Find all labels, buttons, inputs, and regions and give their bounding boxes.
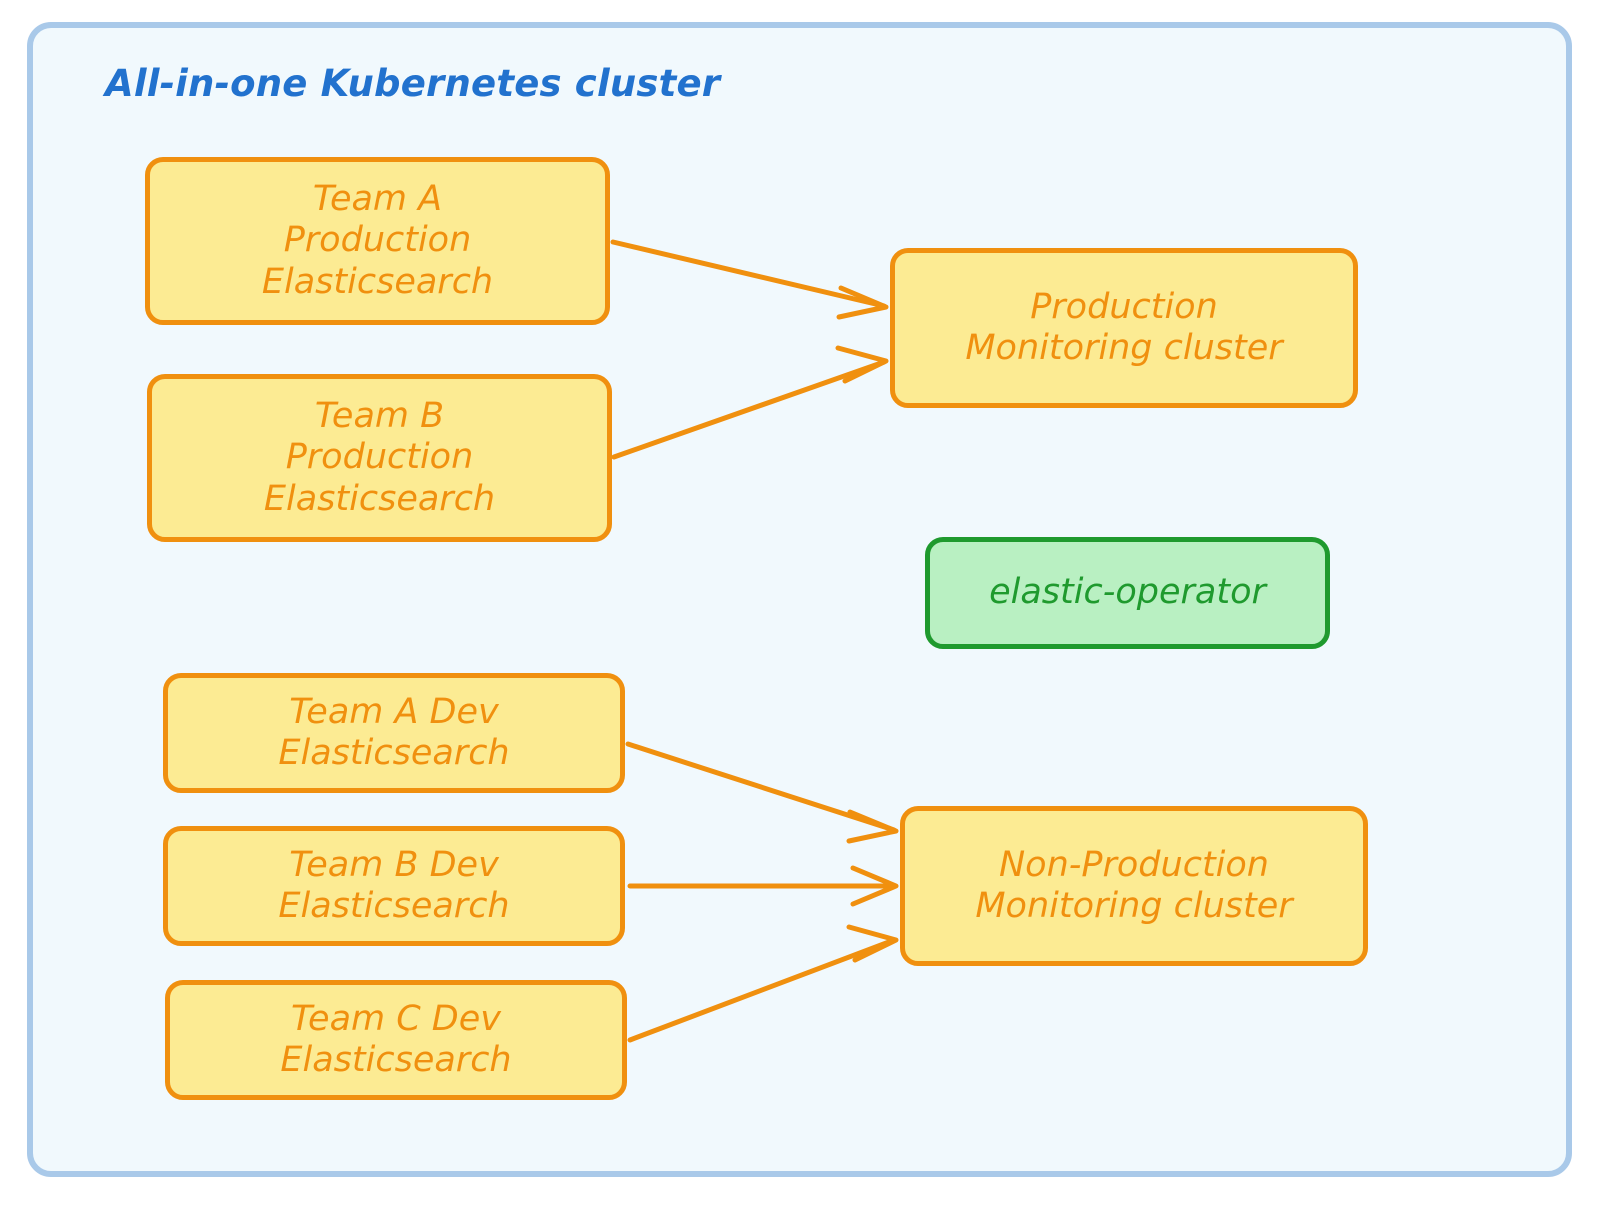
node-label: Production Monitoring cluster (965, 286, 1283, 368)
node-production-monitoring-cluster[interactable]: Production Monitoring cluster (890, 248, 1358, 408)
node-team-b-dev-elasticsearch[interactable]: Team B Dev Elasticsearch (163, 826, 625, 946)
cluster-title: All-in-one Kubernetes cluster (105, 62, 721, 105)
node-elastic-operator[interactable]: elastic-operator (925, 537, 1330, 649)
node-label: Team B Production Elasticsearch (263, 396, 496, 519)
node-non-production-monitoring-cluster[interactable]: Non-Production Monitoring cluster (900, 806, 1368, 966)
node-team-a-dev-elasticsearch[interactable]: Team A Dev Elasticsearch (163, 673, 625, 793)
node-label: Team A Dev Elasticsearch (278, 691, 510, 773)
node-label: Team B Dev Elasticsearch (278, 844, 510, 926)
node-label: Team C Dev Elasticsearch (280, 998, 512, 1080)
node-label: Non-Production Monitoring cluster (975, 844, 1293, 926)
node-team-c-dev-elasticsearch[interactable]: Team C Dev Elasticsearch (165, 980, 627, 1100)
node-team-b-production-elasticsearch[interactable]: Team B Production Elasticsearch (147, 374, 612, 542)
node-team-a-production-elasticsearch[interactable]: Team A Production Elasticsearch (145, 157, 610, 325)
node-label: Team A Production Elasticsearch (261, 179, 494, 302)
node-label: elastic-operator (989, 572, 1266, 613)
